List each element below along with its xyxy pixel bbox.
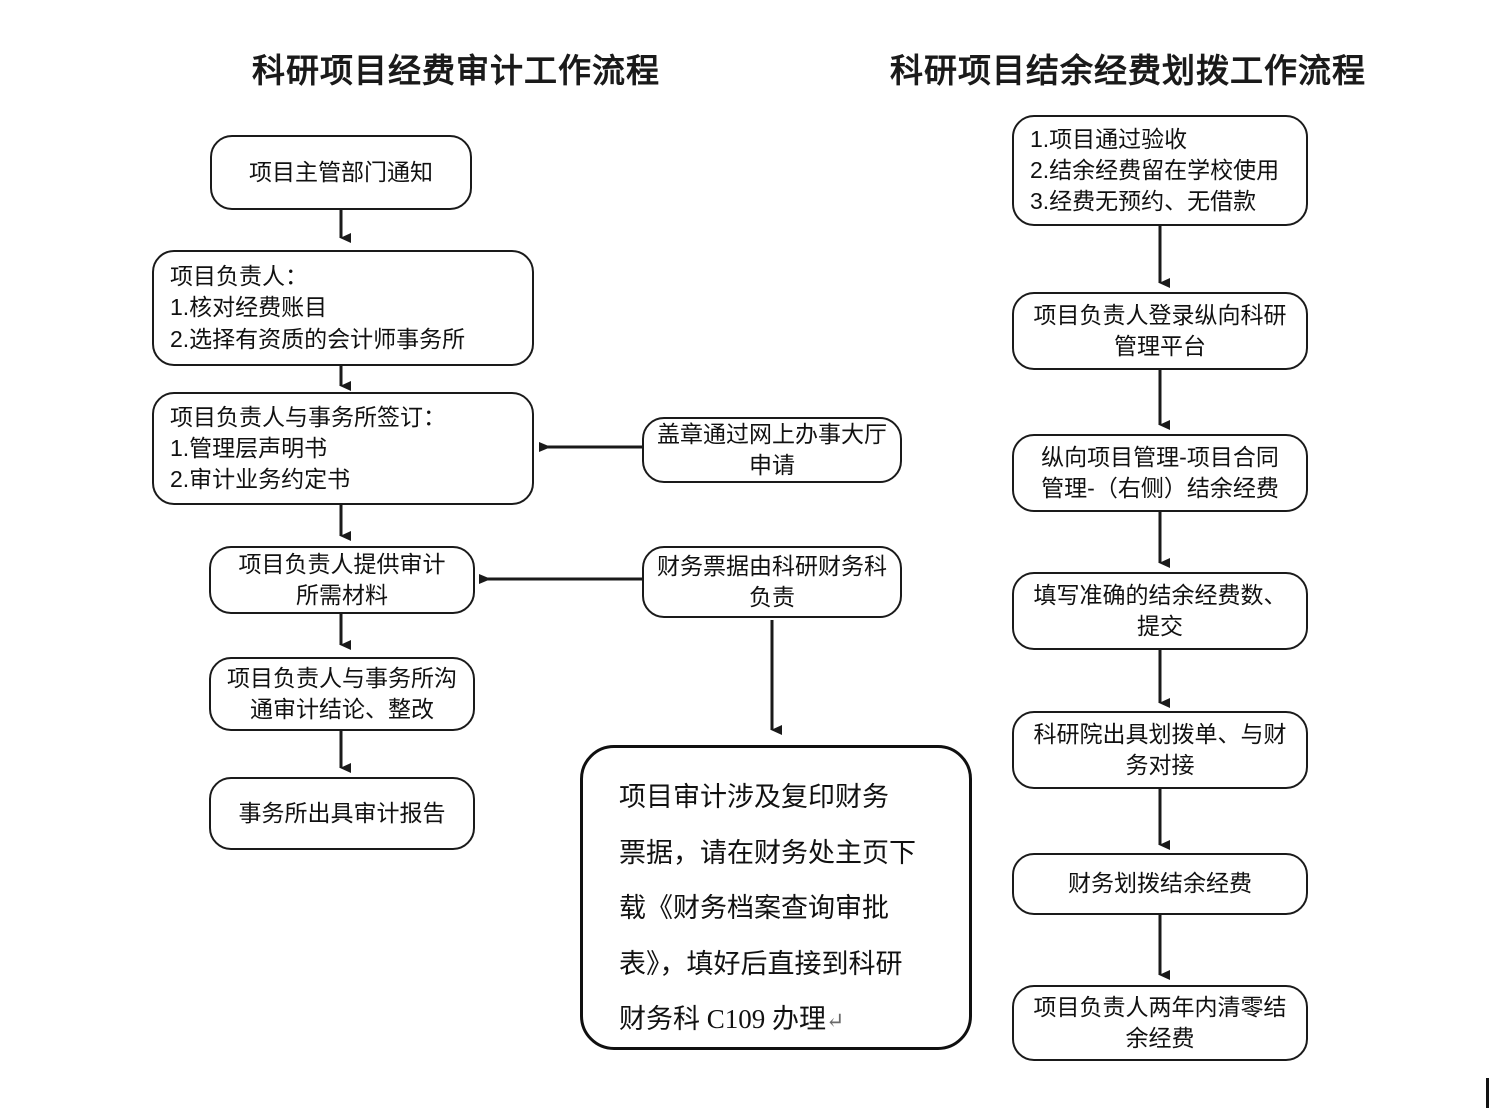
node-right-7[interactable]: 项目负责人两年内清零结 余经费 xyxy=(1012,985,1308,1061)
node-right-5[interactable]: 科研院出具划拨单、与财 务对接 xyxy=(1012,711,1308,789)
text-caret xyxy=(1486,1078,1489,1108)
note-line-text: 财务科 C109 办理 xyxy=(619,1004,827,1035)
node-line: 项目负责人与事务所签订： xyxy=(170,403,446,430)
node-line: 1.项目通过验收 xyxy=(1030,125,1188,152)
node-line: 提交 xyxy=(1137,613,1183,639)
node-right-1[interactable]: 1.项目通过验收 2.结余经费留在学校使用 3.经费无预约、无借款 xyxy=(1012,115,1308,226)
node-line: 管理-（右侧）结余经费 xyxy=(1041,475,1279,501)
node-line: 2.审计业务约定书 xyxy=(170,466,351,493)
note-line: 表》，填好后直接到科研 xyxy=(619,948,903,979)
node-line: 项目负责人登录纵向科研 xyxy=(1033,301,1287,328)
side-node-finance-receipts[interactable]: 财务票据由科研财务科 负责 xyxy=(642,546,902,618)
node-right-2[interactable]: 项目负责人登录纵向科研 管理平台 xyxy=(1012,292,1308,370)
node-right-3[interactable]: 纵向项目管理-项目合同 管理-（右侧）结余经费 xyxy=(1012,434,1308,512)
node-line: 项目负责人： xyxy=(170,263,308,290)
node-left-3[interactable]: 项目负责人与事务所签订： 1.管理层声明书 2.审计业务约定书 xyxy=(152,392,534,505)
node-line: 申请 xyxy=(749,452,795,478)
node-right-6[interactable]: 财务划拨结余经费 xyxy=(1012,853,1308,915)
node-line: 余经费 xyxy=(1125,1025,1195,1051)
node-right-4[interactable]: 填写准确的结余经费数、 提交 xyxy=(1012,572,1308,650)
node-left-1[interactable]: 项目主管部门通知 xyxy=(210,135,472,210)
node-line: 通审计结论、整改 xyxy=(250,696,434,722)
node-left-2[interactable]: 项目负责人： 1.核对经费账目 2.选择有资质的会计师事务所 xyxy=(152,250,534,366)
node-line: 1.核对经费账目 xyxy=(170,294,328,321)
node-line: 务对接 xyxy=(1125,752,1195,778)
node-line: 纵向项目管理-项目合同 xyxy=(1041,443,1279,470)
note-line: 票据，请在财务处主页下 xyxy=(619,837,916,868)
node-line: 管理平台 xyxy=(1114,333,1206,359)
left-flow-title: 科研项目经费审计工作流程 xyxy=(252,52,660,89)
node-left-4[interactable]: 项目负责人提供审计 所需材料 xyxy=(209,546,475,614)
node-line: 事务所出具审计报告 xyxy=(238,799,446,826)
node-left-6[interactable]: 事务所出具审计报告 xyxy=(209,777,475,850)
node-line: 2.结余经费留在学校使用 xyxy=(1030,156,1280,183)
node-line: 项目负责人提供审计 xyxy=(238,550,446,577)
paragraph-mark-icon: ↵ xyxy=(826,1008,845,1034)
side-node-stamp-application[interactable]: 盖章通过网上办事大厅 申请 xyxy=(642,417,902,483)
node-line: 项目负责人两年内清零结 xyxy=(1033,993,1287,1020)
node-line: 3.经费无预约、无借款 xyxy=(1030,188,1257,215)
node-line: 财务票据由科研财务科 xyxy=(657,552,887,579)
note-line: 载《财务档案查询审批 xyxy=(619,893,889,924)
node-line: 财务划拨结余经费 xyxy=(1068,870,1252,897)
note-line-last: 财务科 C109 办理↵ xyxy=(619,992,939,1048)
node-line: 项目主管部门通知 xyxy=(249,158,433,185)
note-box[interactable]: 项目审计涉及复印财务 票据，请在财务处主页下 载《财务档案查询审批 表》，填好后… xyxy=(580,745,972,1050)
node-left-5[interactable]: 项目负责人与事务所沟 通审计结论、整改 xyxy=(209,657,475,731)
node-line: 填写准确的结余经费数、 xyxy=(1033,581,1287,608)
node-line: 盖章通过网上办事大厅 xyxy=(657,420,887,447)
node-line: 2.选择有资质的会计师事务所 xyxy=(170,325,466,352)
node-line: 所需材料 xyxy=(296,582,388,608)
node-line: 科研院出具划拨单、与财 xyxy=(1033,720,1287,747)
node-line: 1.管理层声明书 xyxy=(170,434,328,461)
node-line: 项目负责人与事务所沟 xyxy=(227,664,457,691)
node-line: 负责 xyxy=(749,584,795,610)
right-flow-title: 科研项目结余经费划拨工作流程 xyxy=(890,52,1366,89)
note-line: 项目审计涉及复印财务 xyxy=(619,782,889,812)
